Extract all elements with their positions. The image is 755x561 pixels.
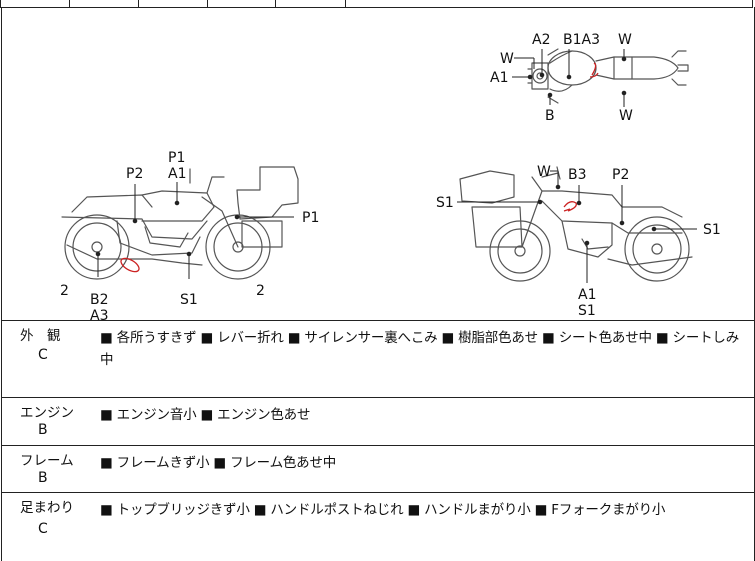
label-top-a1: A1 [490,70,508,86]
condition-category: エンジン [20,405,74,421]
label-left-s1: S1 [180,292,198,308]
condition-items: ■ 各所うすきず ■ レバー折れ ■ サイレンサー裏へこみ ■ 樹脂部色あせ ■… [100,330,740,368]
damage-diagram: A2 B1A3 W W A1 B W P1 A1 P2 P1 2 B2 A3 S… [1,7,755,321]
right-side-motorcycle [459,166,693,282]
label-top-w-front: W [618,32,632,48]
condition-category: 足まわり [20,500,74,516]
label-left-a3: A3 [90,308,108,320]
header-cell [207,0,208,7]
header-cell [345,0,346,7]
damage-mark-right [563,201,577,212]
damage-mark-top [589,62,599,78]
condition-grade: C [38,347,48,363]
condition-items: ■ フレームきず小 ■ フレーム色あせ中 [100,455,337,471]
label-right-w: W [537,164,551,180]
header-cell [275,0,276,7]
label-top-b: B [545,108,555,124]
condition-row-exterior: 外 観 C ■ 各所うすきず ■ レバー折れ ■ サイレンサー裏へこみ ■ 樹脂… [1,321,755,398]
label-left-2-rear: 2 [256,283,265,299]
label-top-w-rear: W [619,108,633,124]
label-right-s1-bottom: S1 [578,303,596,319]
header-cell [752,0,753,7]
header-cell [138,0,139,7]
condition-grade: C [38,521,48,537]
label-left-a1: A1 [168,166,186,182]
condition-row-suspension: 足まわり C ■ トップブリッジきず小 ■ ハンドルポストねじれ ■ ハンドルま… [1,493,755,561]
label-left-p1-right: P1 [302,210,319,226]
condition-items: ■ トップブリッジきず小 ■ ハンドルポストねじれ ■ ハンドルまがり小 ■ F… [100,502,666,518]
label-top-b1a3: B1A3 [563,32,600,48]
condition-row-frame: フレーム B ■ フレームきず小 ■ フレーム色あせ中 [1,446,755,493]
label-right-s1-right: S1 [703,222,721,238]
label-left-b2: B2 [90,292,109,308]
header-cell [0,0,1,7]
condition-row-engine: エンジン B ■ エンジン音小 ■ エンジン色あせ [1,398,755,446]
label-right-a1: A1 [578,287,596,303]
label-top-w-left: W [500,51,514,67]
label-left-2-front: 2 [60,283,69,299]
motorcycle-diagram-svg: A2 B1A3 W W A1 B W P1 A1 P2 P1 2 B2 A3 S… [60,32,721,320]
label-left-p2: P2 [126,166,143,182]
condition-category: フレーム [20,453,74,469]
condition-grade: B [38,470,48,486]
label-right-b3: B3 [568,167,587,183]
label-right-p2: P2 [612,167,629,183]
left-side-motorcycle [61,166,299,280]
condition-category: 外 観 [20,328,61,344]
label-top-a2: A2 [532,32,550,48]
label-left-p1-top: P1 [168,150,185,166]
condition-grade: B [38,422,48,438]
label-right-s1-left: S1 [436,195,454,211]
damage-mark-left [120,257,140,273]
header-table-row [0,0,753,8]
header-cell [69,0,70,7]
condition-items: ■ エンジン音小 ■ エンジン色あせ [100,407,311,423]
